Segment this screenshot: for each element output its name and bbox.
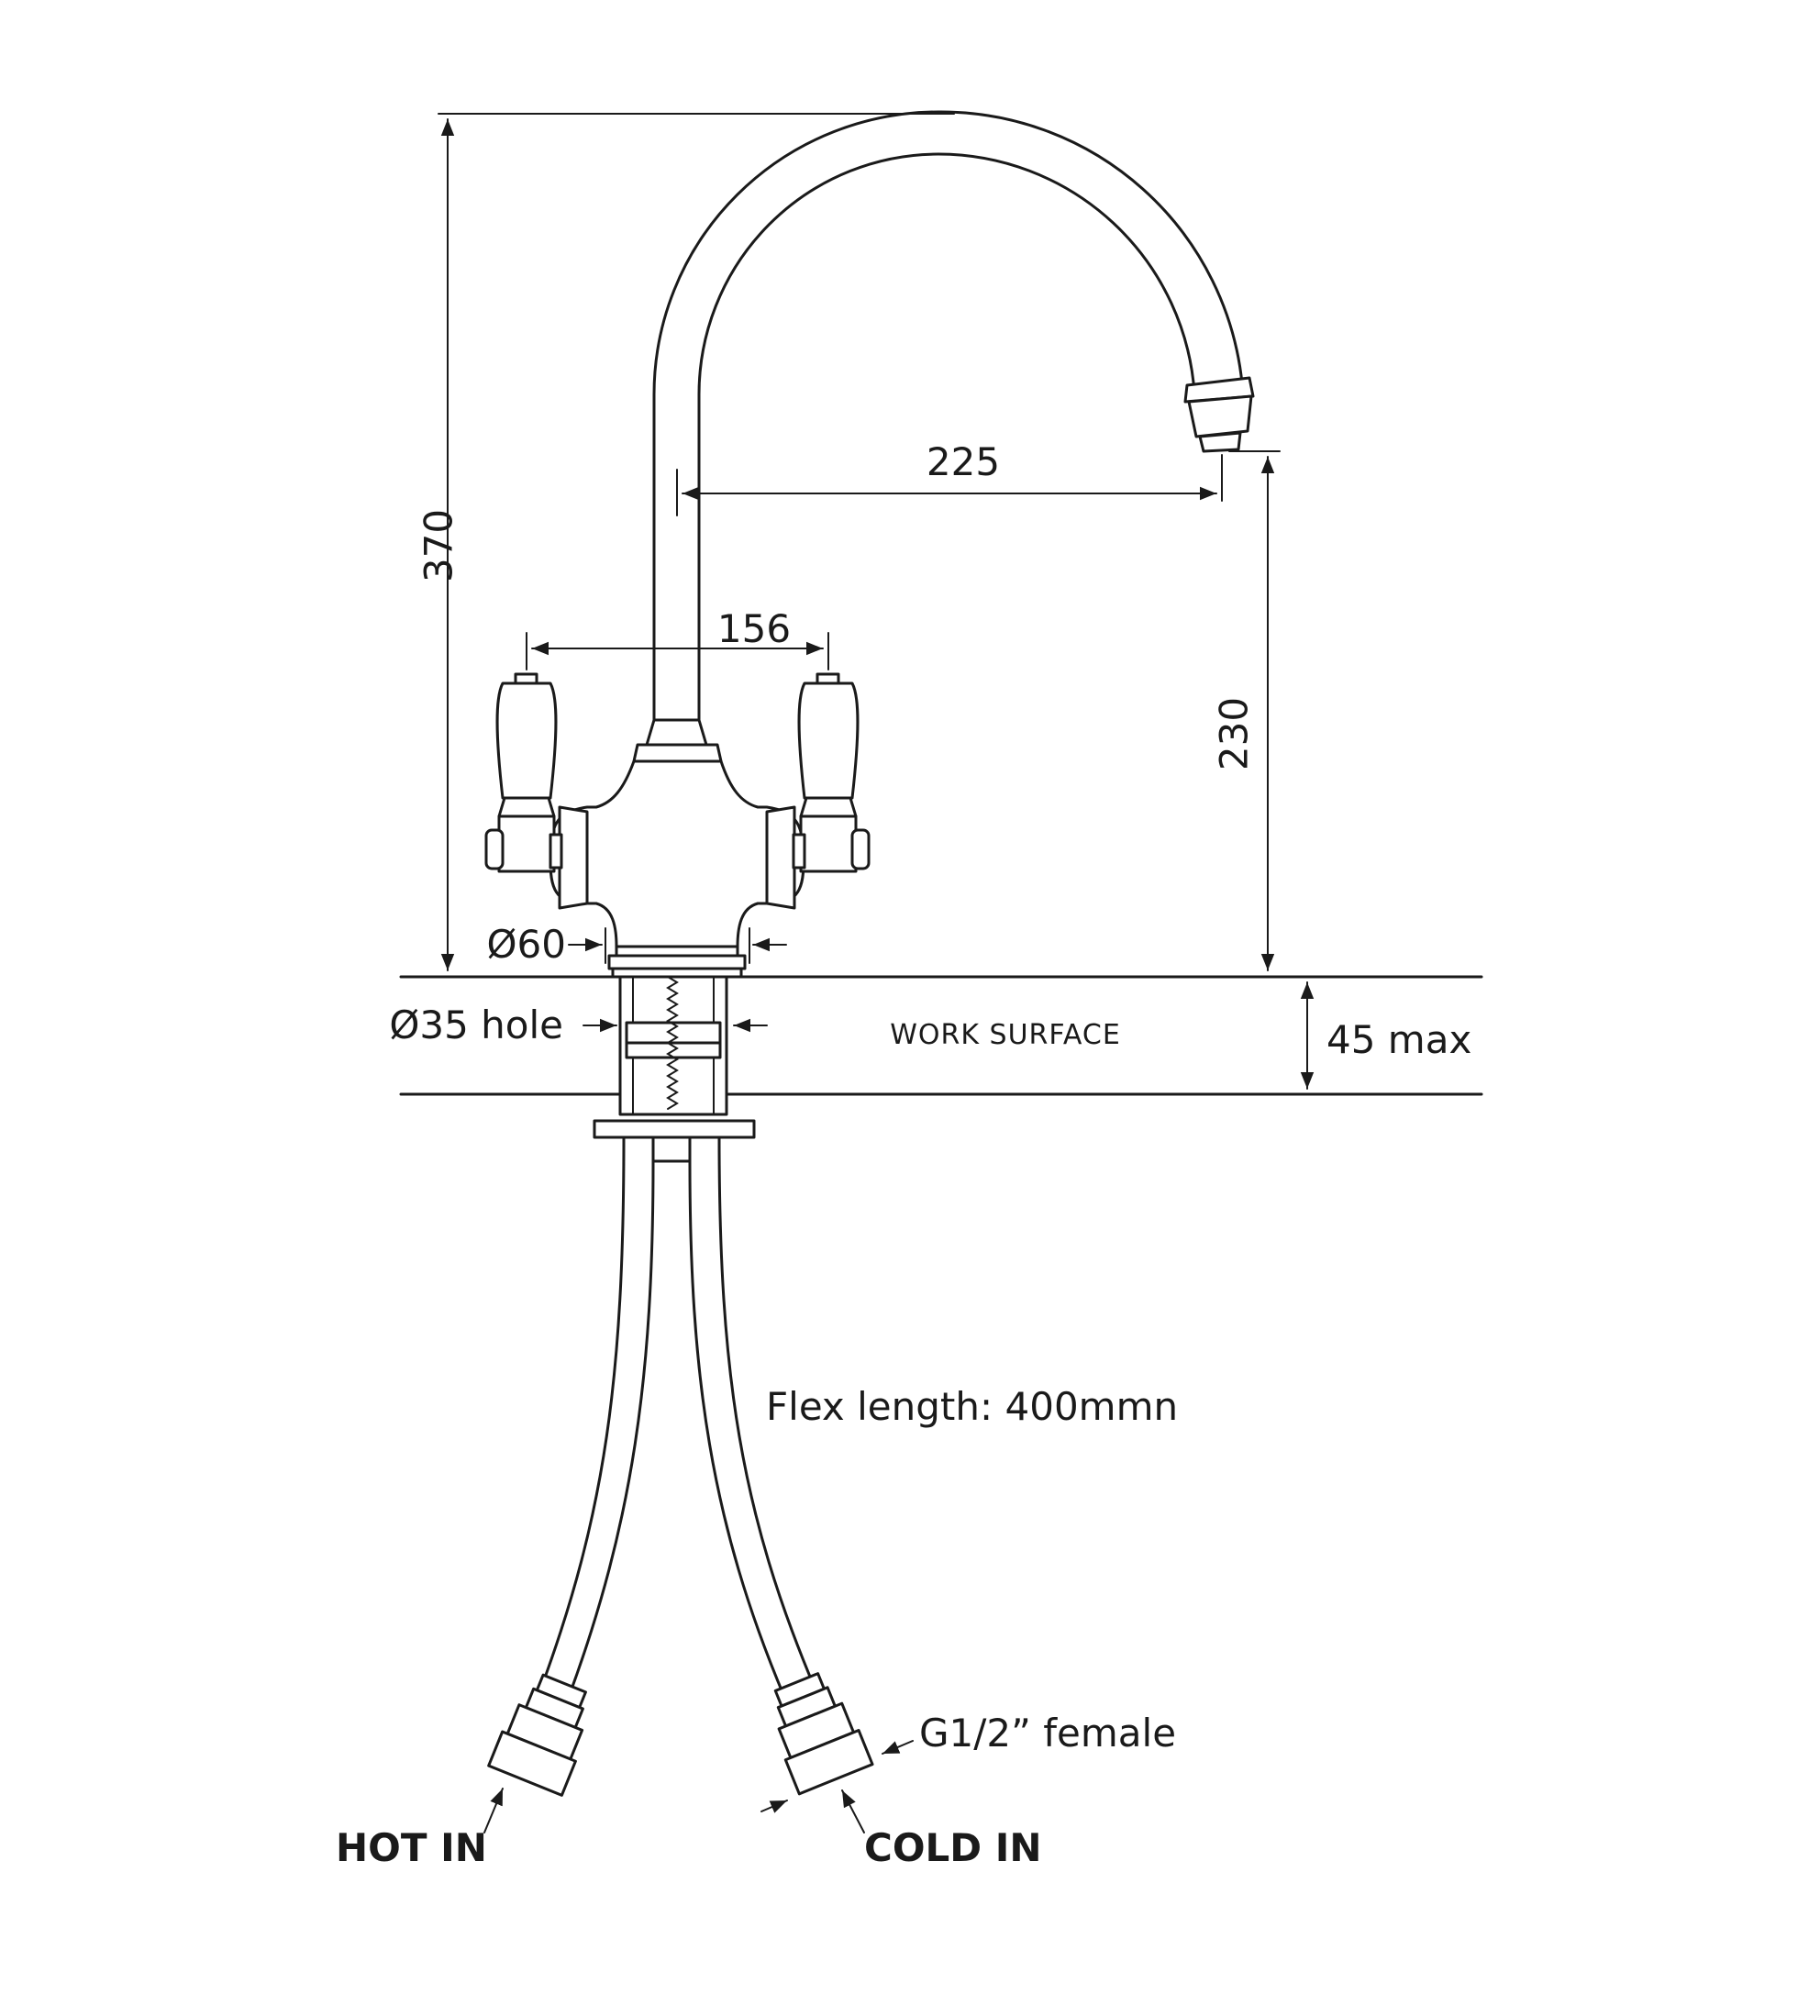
left-handle-hub [497, 814, 556, 873]
cold-in-label: COLD IN [864, 1825, 1042, 1870]
left-handle-lever [495, 681, 558, 800]
hot-fitting-hex [487, 1730, 577, 1797]
right-handle-cap [850, 828, 871, 870]
hot-hose-outer [539, 1135, 626, 1689]
surface-thickness-label: 45 max [1326, 1017, 1471, 1062]
tap-body [549, 718, 805, 979]
cold-hose-inner [688, 1159, 786, 1699]
dimension-connector: G1/2” female [760, 1711, 1176, 1813]
overall-height-label: 370 [416, 509, 461, 582]
work-surface-label: WORK SURFACE [890, 1019, 1121, 1051]
left-handle-spindle [549, 833, 563, 870]
dimension-spout-reach: 225 [676, 439, 1223, 516]
cold-in-pointer [841, 1789, 865, 1833]
dimension-spout-height: 230 [1212, 450, 1281, 971]
threaded-rod [666, 976, 679, 1110]
right-handle-spindle [792, 833, 806, 870]
connector-arrow-right [882, 1740, 914, 1755]
left-handle [484, 672, 563, 873]
connector-arrow-left [760, 1800, 788, 1813]
cold-fitting-hex [783, 1728, 874, 1796]
left-valve-collar [558, 805, 589, 910]
spout-nozzle-body [1187, 394, 1253, 438]
spout-collar-ring [632, 743, 723, 763]
cold-hose-fitting [773, 1672, 874, 1796]
right-valve-collar [765, 805, 796, 910]
left-handle-neck [497, 796, 556, 818]
dimension-surface-thickness: 45 max [1300, 981, 1471, 1090]
spout-inner-line [697, 152, 1196, 722]
work-surface [399, 975, 1483, 1096]
connector-label: G1/2” female [919, 1711, 1176, 1756]
handle-spread-label: 156 [717, 606, 791, 651]
right-handle [792, 672, 871, 873]
flex-connector-nut [651, 1135, 692, 1163]
hot-in-pointer [483, 1788, 504, 1833]
cold-hose-outer [717, 1135, 816, 1689]
spout-nozzle-ring [1183, 376, 1255, 404]
dimension-hole-diameter: Ø35 hole [389, 1002, 768, 1047]
dimension-overall-height: 370 [416, 113, 955, 971]
base-flange [607, 954, 747, 970]
flex-length-label: Flex length: 400mmn [766, 1384, 1178, 1429]
spout-reach-label: 225 [927, 439, 1000, 484]
left-handle-cap [484, 828, 505, 870]
hot-in-label: HOT IN [336, 1825, 487, 1870]
spout [652, 110, 1255, 722]
right-handle-hub [799, 814, 858, 873]
base-diameter-label: Ø60 [486, 922, 566, 967]
hole-diameter-label: Ø35 hole [389, 1002, 563, 1047]
spout-aerator [1198, 431, 1242, 453]
right-handle-neck [799, 796, 858, 818]
backnut-plate [593, 1119, 756, 1139]
flex-hoses [487, 1135, 874, 1797]
hot-hose-inner [567, 1159, 655, 1699]
hot-hose-fitting [487, 1673, 587, 1797]
spout-height-label: 230 [1212, 697, 1257, 770]
dimension-handle-spread: 156 [526, 606, 829, 670]
fixing-shank [593, 975, 756, 1163]
dimension-base-diameter: Ø60 [486, 922, 787, 967]
right-handle-lever [797, 681, 860, 800]
spout-collar [645, 718, 708, 747]
spout-outer-line [652, 110, 1244, 722]
